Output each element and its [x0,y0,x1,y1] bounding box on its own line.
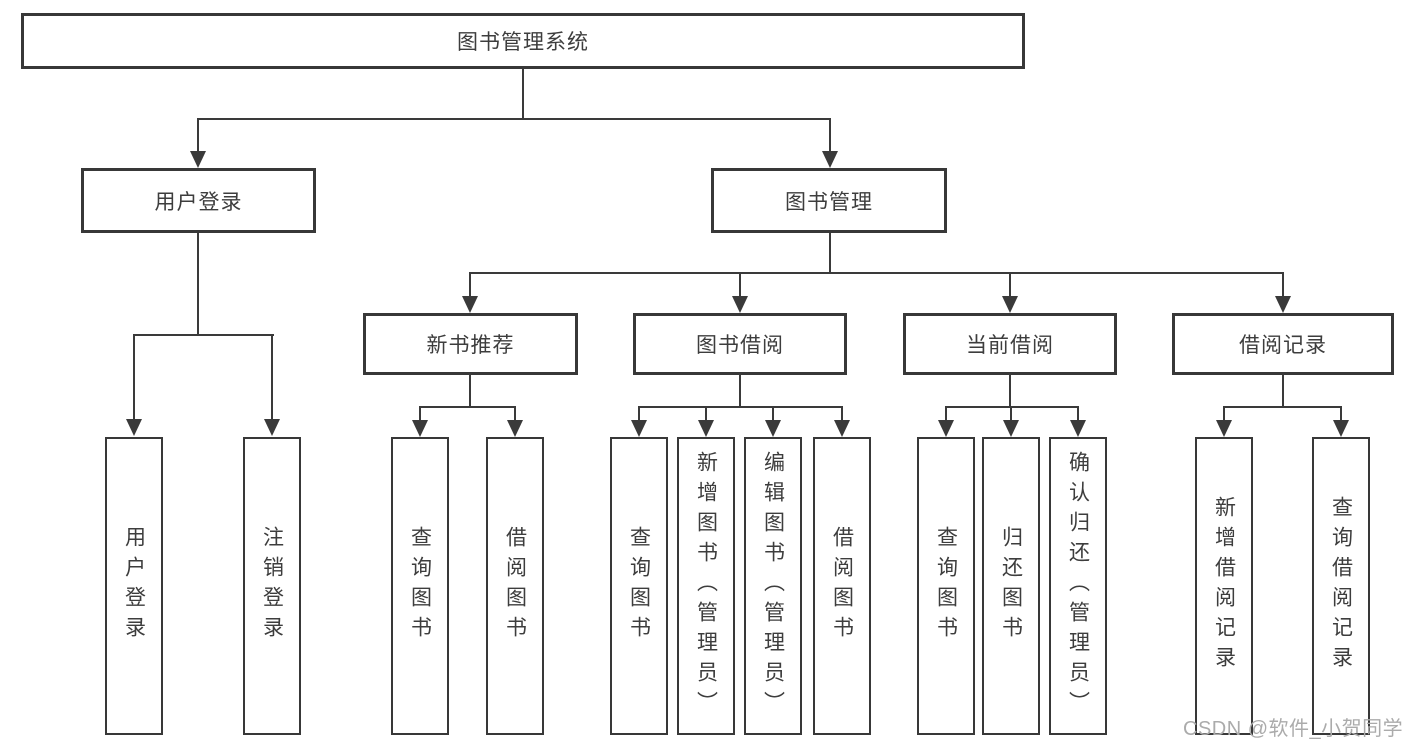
connector-line [1009,373,1011,408]
leaf-confirm-return-admin: 确认归还（管理员） [1049,437,1107,735]
connector-line [1282,272,1284,299]
leaf-user-login: 用户登录 [105,437,163,735]
connector-line [739,272,741,299]
node-label: 借阅图书 [830,526,854,646]
node-label: 确认归还（管理员） [1066,451,1090,721]
connector-line [1282,373,1284,408]
connector-arrowhead [190,151,206,168]
node-label: 用户登录 [154,190,243,214]
connector-arrowhead [1275,296,1291,313]
connector-line [772,406,774,423]
node-book-management: 图书管理 [711,168,947,233]
node-label: 注销登录 [260,526,284,646]
node-label: 图书管理 [785,190,873,214]
connector-line [705,406,707,423]
connector-line [469,272,471,299]
connector-arrowhead [507,420,523,437]
leaf-add-borrow-record: 新增借阅记录 [1195,437,1253,735]
node-label: 用户登录 [122,526,146,646]
connector-arrowhead [834,420,850,437]
connector-line [638,406,843,408]
node-label: 查询图书 [627,526,651,646]
leaf-edit-books-admin: 编辑图书（管理员） [744,437,802,735]
connector-line [829,233,831,274]
connector-line [829,118,831,154]
node-label: 借阅图书 [503,526,527,646]
connector-arrowhead [822,151,838,168]
leaf-add-books-admin: 新增图书（管理员） [677,437,735,735]
connector-line [522,69,524,120]
connector-line [133,334,135,422]
node-label: 图书管理系统 [457,31,589,54]
connector-line [1223,406,1225,423]
node-book-borrow: 图书借阅 [633,313,847,375]
connector-arrowhead [412,420,428,437]
leaf-logout: 注销登录 [243,437,301,735]
connector-line [419,406,421,423]
connector-line [197,233,199,336]
leaf-borrow-books-1: 借阅图书 [486,437,544,735]
node-label: 新增借阅记录 [1212,496,1236,676]
connector-line [197,118,831,120]
connector-arrowhead [1003,420,1019,437]
connector-arrowhead [264,419,280,436]
connector-line [197,118,199,154]
connector-arrowhead [1002,296,1018,313]
node-label: 新增图书（管理员） [694,451,718,721]
node-new-book-recommend: 新书推荐 [363,313,578,375]
connector-line [638,406,640,423]
connector-line [469,272,1284,274]
connector-line [1077,406,1079,423]
connector-arrowhead [1216,420,1232,437]
connector-line [1340,406,1342,423]
connector-line [514,406,516,423]
node-label: 查询借阅记录 [1329,496,1353,676]
node-label: 编辑图书（管理员） [761,451,785,721]
node-current-borrow: 当前借阅 [903,313,1117,375]
leaf-query-books-1: 查询图书 [391,437,449,735]
node-label: 当前借阅 [966,334,1054,357]
connector-line [1009,272,1011,299]
node-borrow-records: 借阅记录 [1172,313,1394,375]
connector-line [133,334,274,336]
node-label: 新书推荐 [426,334,515,357]
connector-line [469,373,471,408]
connector-arrowhead [732,296,748,313]
connector-line [419,406,516,408]
connector-arrowhead [462,296,478,313]
connector-arrowhead [765,420,781,437]
leaf-borrow-books-2: 借阅图书 [813,437,871,735]
connector-arrowhead [938,420,954,437]
connector-arrowhead [126,419,142,436]
connector-arrowhead [1070,420,1086,437]
connector-line [841,406,843,423]
connector-arrowhead [1333,420,1349,437]
node-label: 查询图书 [934,526,958,646]
node-label: 查询图书 [408,526,432,646]
leaf-query-books-3: 查询图书 [917,437,975,735]
connector-line [739,373,741,408]
connector-arrowhead [698,420,714,437]
connector-arrowhead [631,420,647,437]
node-label: 图书借阅 [696,334,784,357]
connector-line [1223,406,1342,408]
leaf-query-books-2: 查询图书 [610,437,668,735]
leaf-query-borrow-record: 查询借阅记录 [1312,437,1370,735]
node-label: 借阅记录 [1239,334,1327,357]
connector-line [945,406,1079,408]
node-root: 图书管理系统 [21,13,1025,69]
connector-line [1010,406,1012,423]
watermark-text: CSDN @软件_小贺同学 [1183,718,1404,740]
node-label: 归还图书 [999,526,1023,646]
node-user-login: 用户登录 [81,168,316,233]
leaf-return-books: 归还图书 [982,437,1040,735]
connector-line [271,334,273,422]
connector-line [945,406,947,423]
